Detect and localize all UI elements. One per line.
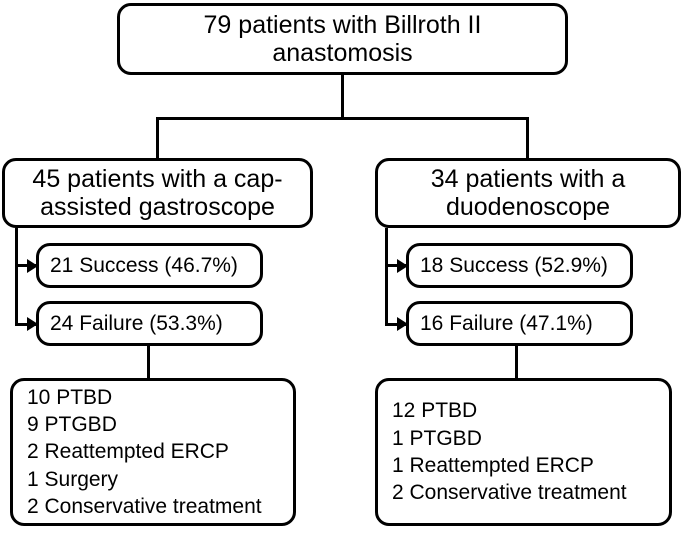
connector-gastro-spine-vertical [15,228,18,326]
connector-to-gastroscope [156,117,159,160]
gastroscope-treatment-list: 10 PTBD 9 PTGBD 2 Reattempted ERCP 1 Sur… [27,384,289,520]
list-item: 1 Surgery [27,467,119,491]
node-root-label: 79 patients with Billroth II anastomosis [203,11,482,67]
connector-duo-to-failure [385,323,407,326]
connector-to-duodenoscope [526,117,529,160]
node-gastroscope-failure-label: 24 Failure (53.3%) [50,311,223,335]
list-item: 2 Conservative treatment [392,481,627,505]
list-item: 2 Reattempted ERCP [27,440,229,464]
arrowhead-duo-failure [397,317,408,331]
list-item: 1 Reattempted ERCP [392,454,594,477]
node-duodenoscope-success-label: 18 Success (52.9%) [420,253,608,277]
arrowhead-gastro-success [27,259,38,273]
node-gastroscope-success: 21 Success (46.7%) [36,243,263,288]
arrowhead-duo-success [397,259,408,273]
list-item: 12 PTBD [392,399,478,423]
node-duodenoscope-treatments: 12 PTBD 1 PTGBD 1 Reattempted ERCP 2 Con… [375,378,672,526]
node-duodenoscope-failure: 16 Failure (47.1%) [406,301,633,346]
list-item: 1 PTGBD [392,426,482,450]
connector-split-horizontal [156,117,529,120]
list-item: 2 Conservative treatment [27,494,262,518]
connector-gastro-to-success [15,264,37,267]
node-cap-assisted-gastroscope: 45 patients with a cap- assisted gastros… [2,158,313,228]
node-gastroscope-success-label: 21 Success (46.7%) [50,253,238,277]
node-root-population: 79 patients with Billroth II anastomosis [117,3,568,75]
node-duodenoscope: 34 patients with a duodenoscope [375,158,681,228]
node-duodenoscope-label: 34 patients with a duodenoscope [430,165,626,221]
node-duodenoscope-failure-label: 16 Failure (47.1%) [420,311,593,335]
node-duodenoscope-success: 18 Success (52.9%) [406,243,633,288]
node-gastroscope-treatments: 10 PTBD 9 PTGBD 2 Reattempted ERCP 1 Sur… [10,378,296,526]
node-cap-assisted-gastroscope-label: 45 patients with a cap- assisted gastros… [32,165,283,221]
arrowhead-gastro-failure [27,317,38,331]
connector-duo-failure-to-treatments [515,346,518,378]
connector-gastro-to-failure [15,323,37,326]
list-item: 9 PTGBD [27,413,117,437]
connector-gastro-failure-to-treatments [147,346,150,378]
node-gastroscope-failure: 24 Failure (53.3%) [36,301,263,346]
list-item: 10 PTBD [27,385,113,409]
connector-duo-spine-vertical [385,228,388,326]
connector-root-vertical [341,75,344,119]
duodenoscope-treatment-list: 12 PTBD 1 PTGBD 1 Reattempted ERCP 2 Con… [392,397,665,506]
connector-duo-to-success [385,264,407,267]
